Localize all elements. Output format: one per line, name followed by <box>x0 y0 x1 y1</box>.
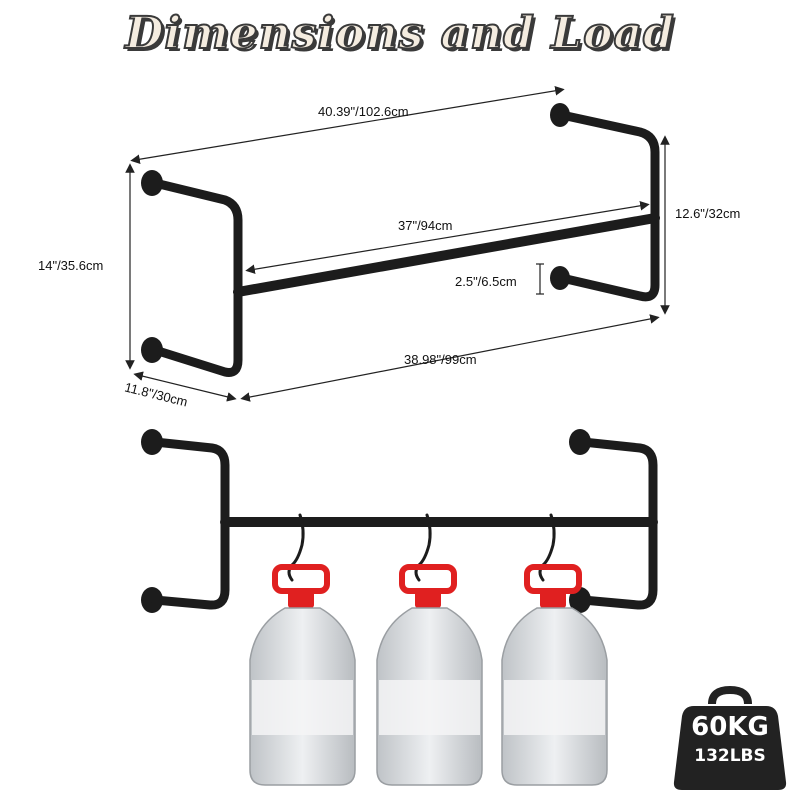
page-title: Dimensions and Load <box>124 7 675 60</box>
weight-icon <box>673 685 787 790</box>
right-height-label: 12.6"/32cm <box>675 206 741 221</box>
load-kg: 60KG <box>691 712 769 742</box>
water-jug-icon <box>249 564 608 786</box>
bar-offset-label: 2.5"/6.5cm <box>455 274 517 289</box>
left-height-label: 14"/35.6cm <box>38 258 104 273</box>
total-width-label: 40.39"/102.6cm <box>318 104 409 119</box>
dimension-lines <box>125 86 670 402</box>
bottom-rack <box>141 429 658 613</box>
weight-badge: 60KG 132LBS <box>672 684 788 792</box>
load-lbs: 132LBS <box>694 746 766 766</box>
bar-length-label: 37"/94cm <box>398 218 453 233</box>
hook-icon <box>287 513 556 582</box>
top-rack <box>141 103 660 377</box>
bottom-width-label: 38.98"/99cm <box>404 352 477 367</box>
